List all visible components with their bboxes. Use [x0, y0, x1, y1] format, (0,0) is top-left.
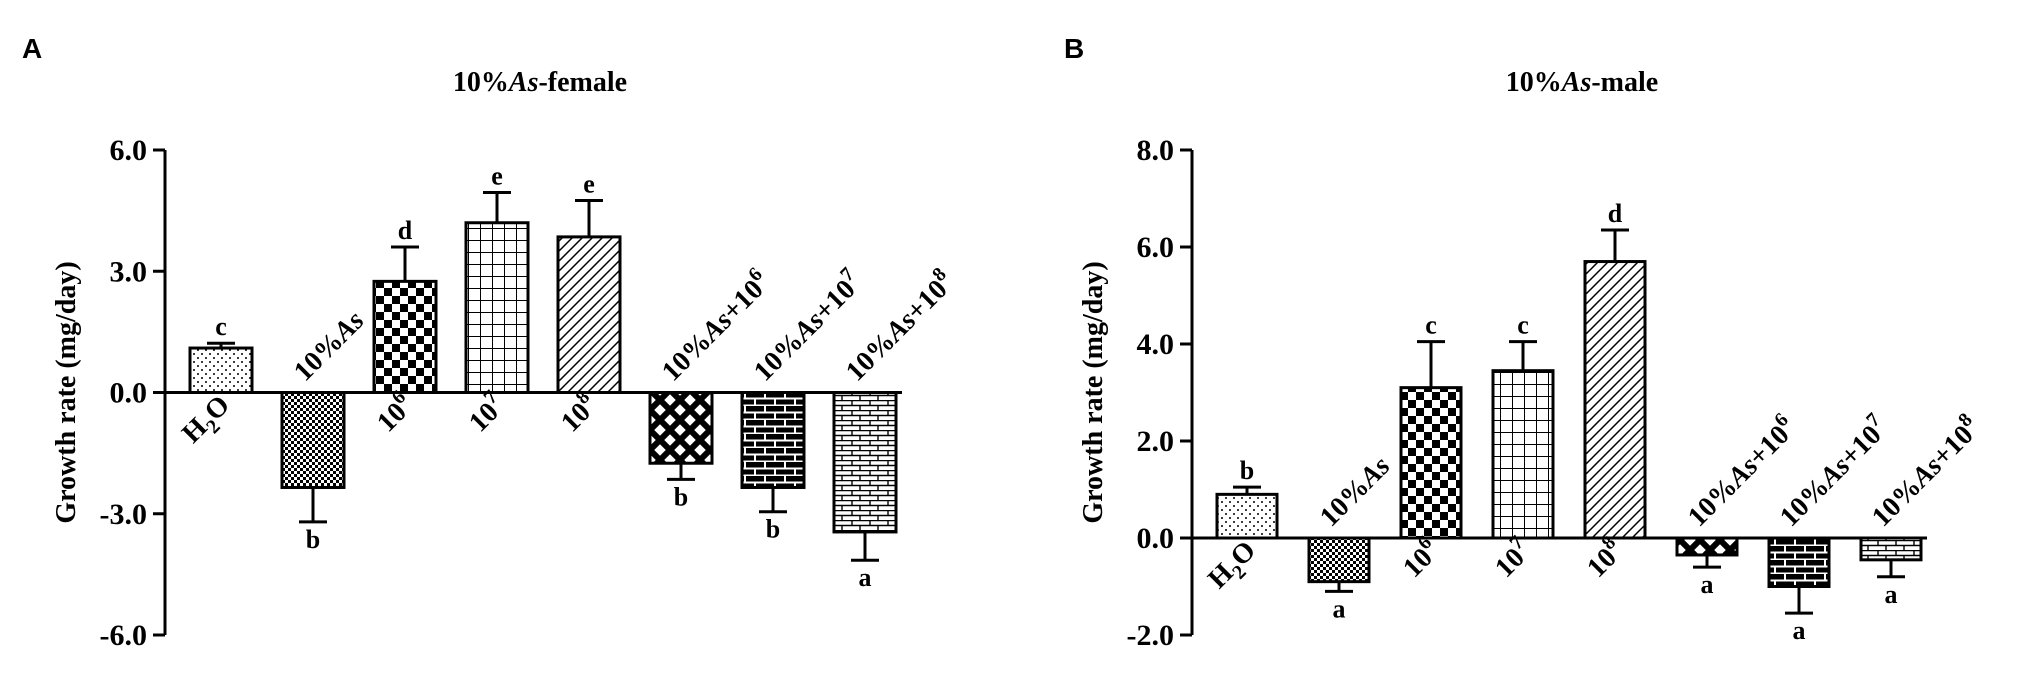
y-tick-label: -3.0	[100, 498, 148, 531]
bar	[832, 391, 898, 534]
y-tick-label: 0.0	[110, 377, 148, 410]
category-label: 10%As+108	[1862, 409, 1986, 533]
significance-label: c	[215, 312, 227, 341]
significance-label: c	[1425, 311, 1437, 340]
y-tick-label: -6.0	[100, 619, 148, 652]
category-label: H2O	[176, 390, 240, 454]
significance-label: a	[1885, 580, 1898, 609]
significance-label: c	[1517, 311, 1529, 340]
y-tick-label: 4.0	[1137, 328, 1175, 361]
significance-label: a	[1701, 570, 1714, 599]
significance-label: a	[1793, 616, 1806, 645]
bar	[1675, 536, 1739, 557]
bar	[1583, 260, 1647, 540]
y-tick-label: 2.0	[1137, 425, 1175, 458]
y-tick-label: 0.0	[1137, 522, 1175, 555]
significance-label: e	[491, 161, 503, 190]
bar	[648, 391, 714, 465]
bar	[1767, 536, 1831, 588]
y-tick-label: 6.0	[110, 134, 148, 167]
significance-label: a	[1333, 594, 1346, 623]
significance-label: b	[674, 482, 688, 511]
significance-label: e	[583, 170, 595, 199]
significance-label: b	[1240, 456, 1254, 485]
significance-label: b	[306, 525, 320, 554]
y-tick-label: 8.0	[1137, 134, 1175, 167]
bar	[188, 346, 254, 394]
category-label: 10%As	[1314, 450, 1397, 533]
y-axis-label: Growth rate (mg/day)	[51, 261, 82, 523]
bar	[740, 391, 806, 489]
category-label: H2O	[1202, 535, 1266, 599]
bar	[1491, 369, 1555, 540]
y-tick-label: -2.0	[1127, 619, 1175, 652]
chart-title: 10%As-male	[1506, 67, 1658, 98]
bar	[372, 279, 438, 394]
y-axis-label: Growth rate (mg/day)	[1078, 261, 1109, 523]
bar	[280, 391, 346, 489]
category-label: 10%As	[288, 305, 371, 388]
bar	[556, 235, 622, 394]
panel-letter-a: A	[22, 33, 42, 64]
chart-title: 10%As-female	[453, 67, 627, 98]
bar	[1215, 492, 1279, 540]
y-tick-label: 3.0	[110, 255, 148, 288]
y-tick-label: 6.0	[1137, 231, 1175, 264]
bar	[464, 221, 530, 394]
bar	[1859, 536, 1923, 562]
significance-label: b	[766, 515, 780, 544]
significance-label: d	[1608, 199, 1623, 228]
significance-label: d	[398, 216, 413, 245]
significance-label: a	[859, 563, 872, 592]
panel-letter-b: B	[1064, 33, 1084, 64]
bar	[1307, 536, 1371, 584]
bar	[1399, 386, 1463, 540]
